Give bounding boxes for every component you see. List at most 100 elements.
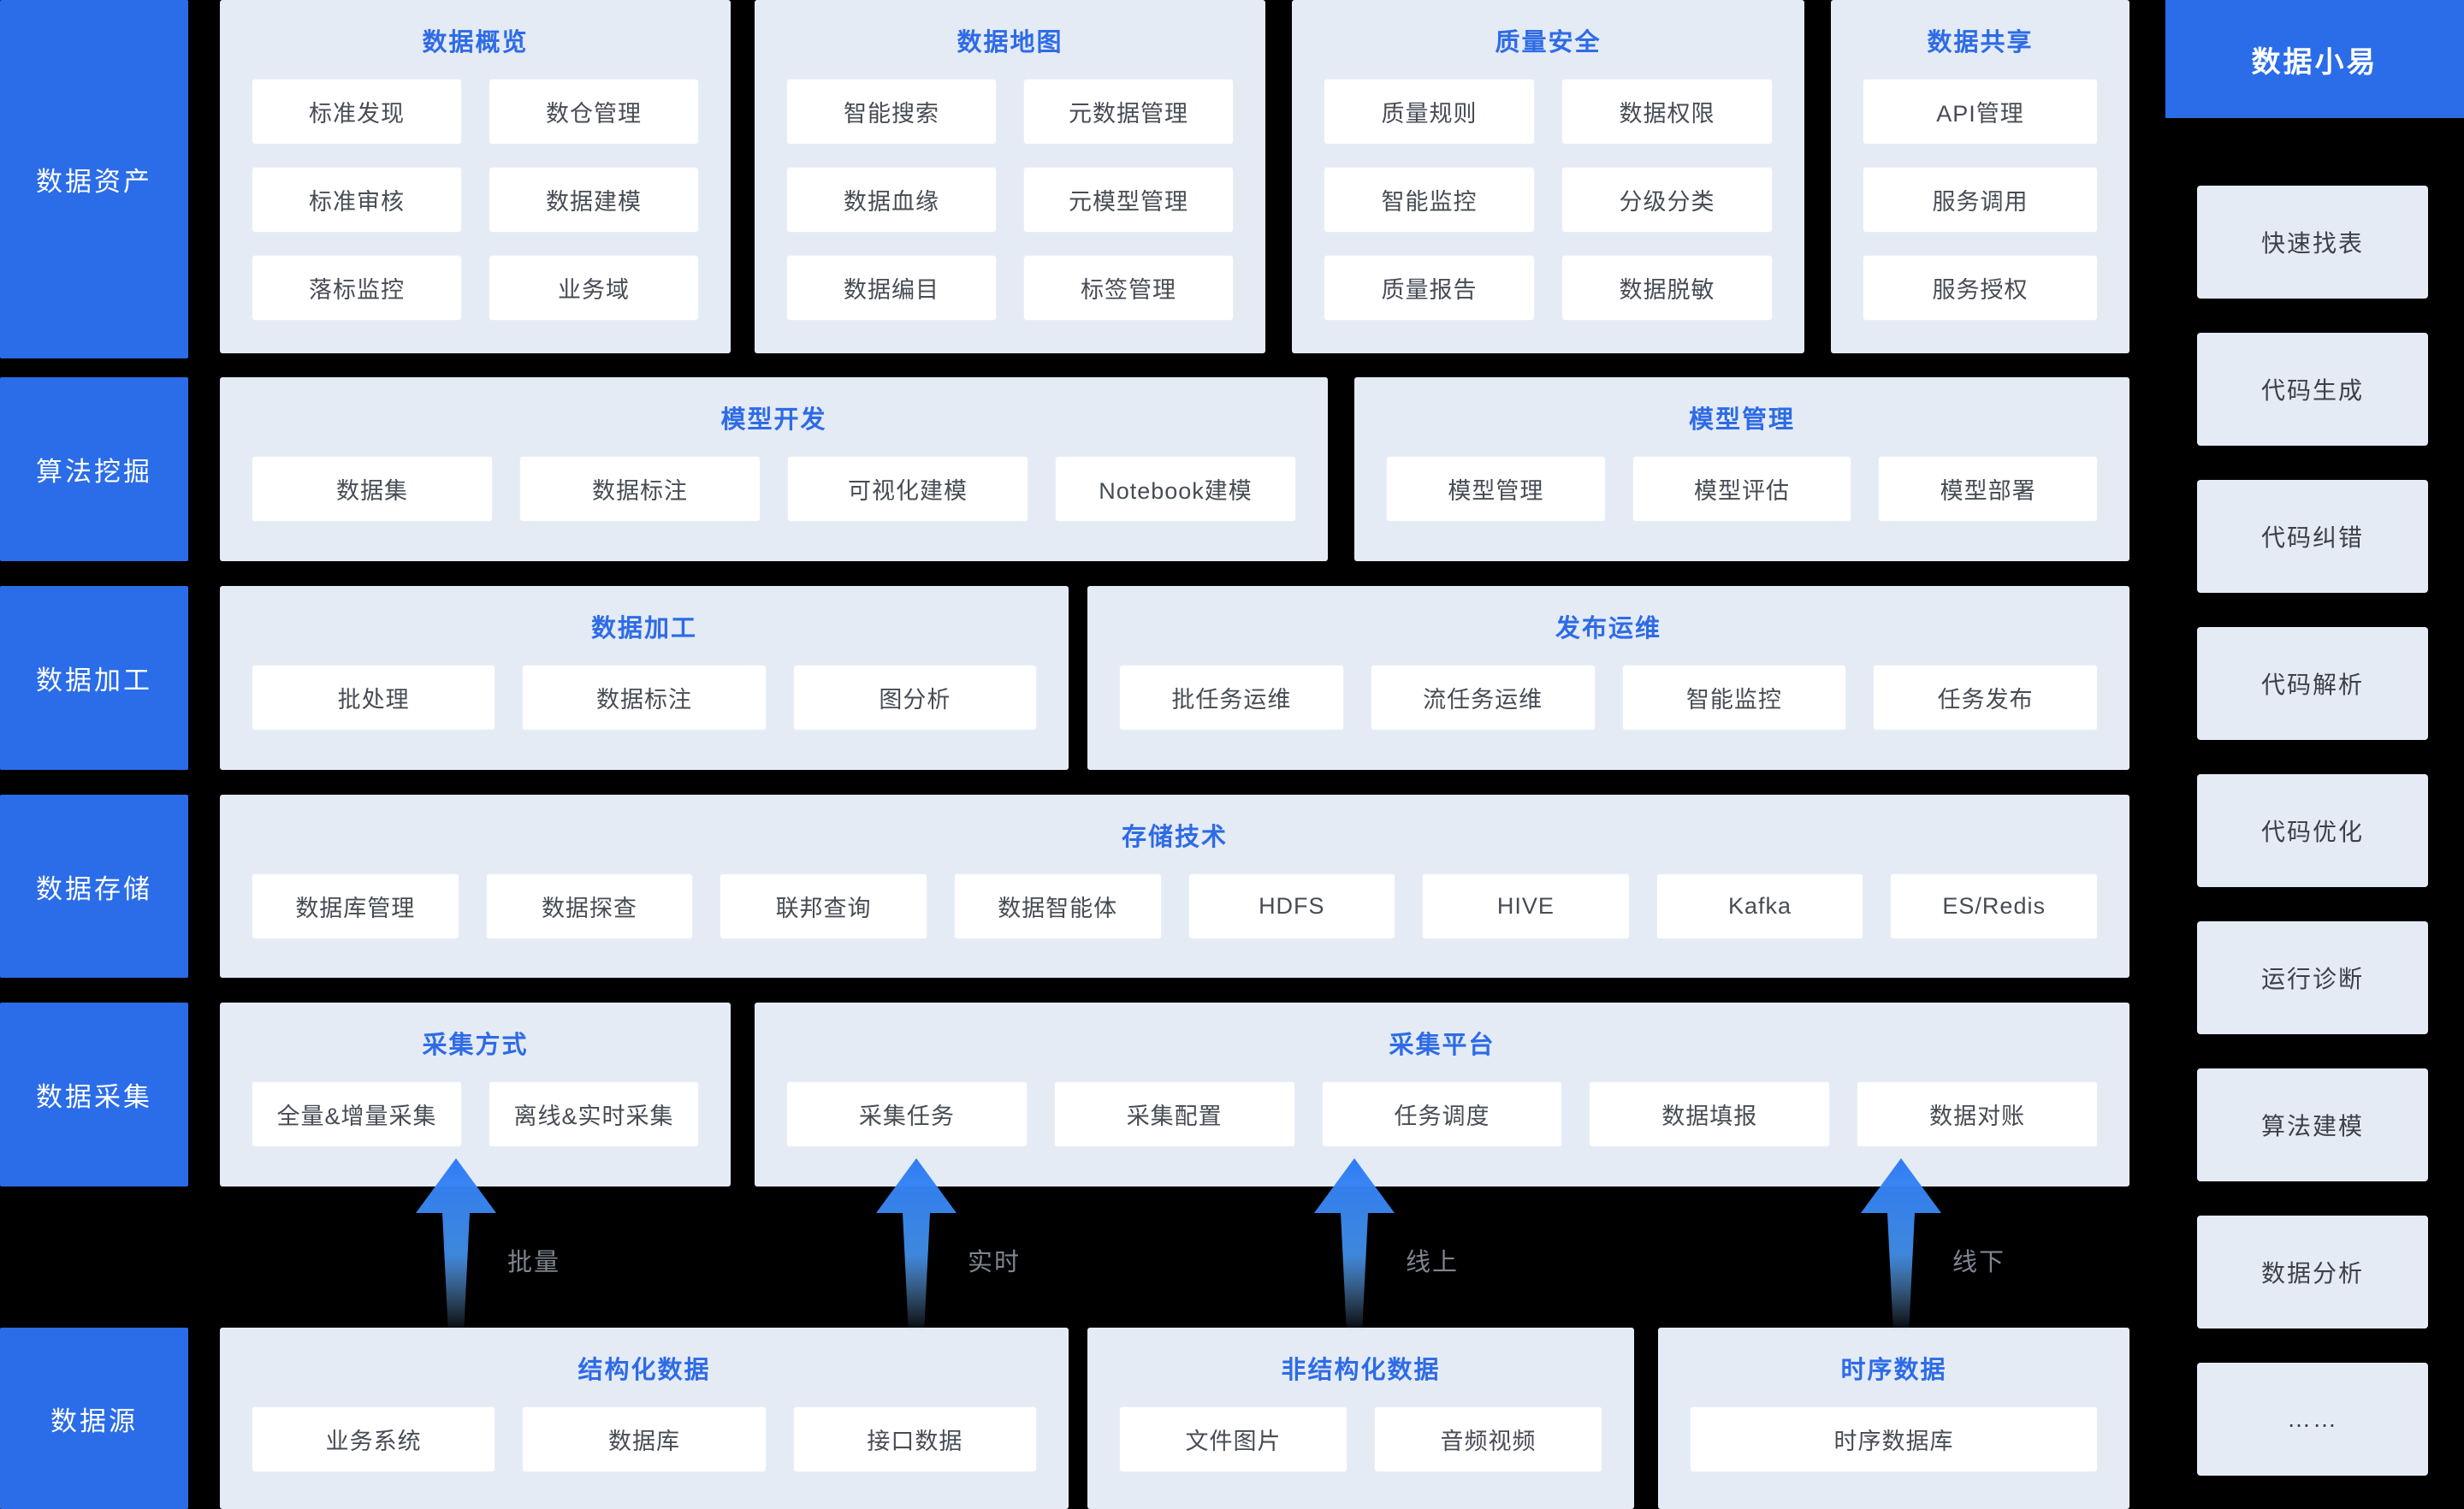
module-cell[interactable]: 质量规则 — [1324, 79, 1535, 145]
module-cell[interactable]: 数据填报 — [1589, 1081, 1831, 1147]
module-cell[interactable]: 服务授权 — [1863, 255, 2098, 321]
module-cell[interactable]: 时序数据库 — [1690, 1406, 2098, 1472]
module-cell[interactable]: 模型评估 — [1632, 456, 1852, 522]
module-cell[interactable]: 智能监控 — [1621, 665, 1847, 731]
right-panel-item[interactable]: 数据分析 — [2197, 1216, 2428, 1329]
panel-storage-tech: 存储技术 数据库管理数据探查联邦查询数据智能体 HDFS HIVE Kafka ES/R… — [220, 795, 2129, 978]
module-cell[interactable]: 数据编目 — [786, 255, 997, 321]
cell-list: API管理服务调用服务授权 — [1831, 60, 2129, 321]
right-panel-item[interactable]: …… — [2197, 1363, 2428, 1476]
right-panel-item[interactable]: 算法建模 — [2197, 1068, 2428, 1181]
module-cell[interactable]: 数据库管理 — [252, 873, 459, 939]
module-cell[interactable]: 任务发布 — [1873, 665, 2098, 731]
module-cell[interactable]: 元模型管理 — [1023, 167, 1234, 233]
module-cell[interactable]: 数据建模 — [489, 167, 699, 233]
cell-list: 数据库管理数据探查联邦查询数据智能体 HDFS HIVE Kafka ES/Redis — [220, 855, 2129, 939]
module-cell[interactable]: 业务域 — [489, 255, 699, 321]
panel-title: 采集平台 — [1389, 1032, 1496, 1059]
right-panel-item[interactable]: 代码解析 — [2197, 627, 2428, 740]
module-cell[interactable]: 标签管理 — [1023, 255, 1234, 321]
right-panel-item[interactable]: 快速找表 — [2197, 186, 2428, 299]
module-cell[interactable]: 智能监控 — [1324, 167, 1535, 233]
module-cell[interactable]: 任务调度 — [1321, 1081, 1563, 1147]
panel-title: 数据共享 — [1927, 29, 2034, 56]
module-cell[interactable]: 采集任务 — [786, 1081, 1028, 1147]
module-cell[interactable]: 模型部署 — [1878, 456, 2098, 522]
module-cell[interactable]: 数据标注 — [519, 456, 761, 522]
module-cell[interactable]: 数仓管理 — [489, 79, 699, 145]
cell-list: 采集任务采集配置任务调度数据填报数据对账 — [755, 1062, 2129, 1147]
panel-data-overview: 数据概览 标准发现数仓管理标准审核数据建模落标监控业务域 — [220, 0, 731, 353]
panel-title: 存储技术 — [1121, 824, 1228, 851]
module-cell[interactable]: 数据探查 — [485, 873, 694, 939]
module-cell[interactable]: 数据对账 — [1857, 1081, 2098, 1147]
module-cell[interactable]: 音频视频 — [1374, 1406, 1602, 1472]
module-cell[interactable]: 数据智能体 — [953, 873, 1162, 939]
panel-model-development: 模型开发 数据集数据标注可视化建模 Notebook建模 — [220, 377, 1328, 561]
sidebar-item-data-source: 数据源 — [0, 1328, 188, 1509]
module-cell[interactable]: 联邦查询 — [720, 873, 927, 939]
up-arrow-icon — [413, 1158, 499, 1334]
cell-list: 全量&增量采集离线&实时采集 — [220, 1062, 731, 1147]
module-cell[interactable]: 数据脱敏 — [1561, 255, 1773, 321]
right-panel-item[interactable]: 代码纠错 — [2197, 480, 2428, 593]
module-cell[interactable]: HIVE — [1422, 873, 1630, 939]
module-cell[interactable]: 可视化建模 — [787, 456, 1028, 522]
module-cell[interactable]: 落标监控 — [252, 255, 462, 321]
panel-publish-ops: 发布运维 批任务运维流任务运维智能监控任务发布 — [1087, 586, 2129, 770]
module-cell[interactable]: Kafka — [1656, 873, 1864, 939]
module-cell[interactable]: 离线&实时采集 — [489, 1081, 699, 1147]
module-cell[interactable]: 流任务运维 — [1370, 665, 1596, 731]
module-cell[interactable]: 业务系统 — [252, 1406, 496, 1472]
arrow-label-offline: 线下 — [1952, 1249, 2006, 1276]
module-cell[interactable]: 质量报告 — [1324, 255, 1535, 321]
panel-data-processing: 数据加工 批处理数据标注图分析 — [220, 586, 1069, 770]
module-cell[interactable]: HDFS — [1188, 873, 1396, 939]
right-panel-list: 快速找表代码生成代码纠错代码解析代码优化运行诊断算法建模数据分析 …… — [2197, 186, 2428, 1476]
up-arrow-icon — [874, 1158, 959, 1334]
module-cell[interactable]: 批处理 — [252, 665, 496, 731]
right-panel-item[interactable]: 代码生成 — [2197, 333, 2428, 446]
module-cell[interactable]: 元数据管理 — [1023, 79, 1234, 145]
module-cell[interactable]: 分级分类 — [1561, 167, 1773, 233]
panel-title: 数据地图 — [957, 29, 1063, 56]
module-cell[interactable]: 数据权限 — [1561, 79, 1773, 145]
module-cell[interactable]: 接口数据 — [792, 1406, 1037, 1472]
panel-title: 模型开发 — [720, 406, 827, 434]
arrow-label-batch: 批量 — [507, 1249, 561, 1276]
panel-title: 采集方式 — [422, 1032, 529, 1059]
module-cell[interactable]: 模型管理 — [1386, 456, 1606, 522]
panel-model-management: 模型管理 模型管理模型评估模型部署 — [1354, 377, 2129, 561]
cell-list: 质量规则数据权限智能监控分级分类质量报告数据脱敏 — [1292, 60, 1804, 321]
up-arrow-icon — [1858, 1158, 1944, 1334]
right-panel-title: 数据小易 — [2165, 0, 2464, 118]
cell-list: 模型管理模型评估模型部署 — [1354, 437, 2129, 522]
sidebar-item-data-storage: 数据存储 — [0, 795, 188, 978]
module-cell[interactable]: 数据血缘 — [786, 167, 997, 233]
panel-structured-data: 结构化数据 业务系统数据库接口数据 — [220, 1328, 1069, 1509]
module-cell[interactable]: ES/Redis — [1890, 873, 2098, 939]
module-cell[interactable]: API管理 — [1863, 79, 2098, 145]
module-cell[interactable]: 数据库 — [522, 1406, 767, 1472]
right-panel-item[interactable]: 代码优化 — [2197, 774, 2428, 887]
module-cell[interactable]: 标准审核 — [252, 167, 462, 233]
module-cell[interactable]: 服务调用 — [1863, 167, 2098, 233]
module-cell[interactable]: 全量&增量采集 — [252, 1081, 462, 1147]
panel-unstructured-data: 非结构化数据 文件图片音频视频 — [1087, 1328, 1634, 1509]
arrow-label-realtime: 实时 — [968, 1249, 1022, 1276]
module-cell[interactable]: 文件图片 — [1119, 1406, 1348, 1472]
panel-title: 发布运维 — [1555, 615, 1661, 642]
right-panel-item[interactable]: 运行诊断 — [2197, 921, 2428, 1034]
module-cell[interactable]: Notebook建模 — [1055, 456, 1296, 522]
module-cell[interactable]: 智能搜索 — [786, 79, 997, 145]
module-cell[interactable]: 采集配置 — [1053, 1081, 1295, 1147]
module-cell[interactable]: 数据标注 — [522, 665, 767, 731]
module-cell[interactable]: 数据集 — [252, 456, 493, 522]
panel-title: 数据加工 — [590, 615, 697, 642]
module-cell[interactable]: 标准发现 — [252, 79, 462, 145]
cell-list: 业务系统数据库接口数据 — [220, 1388, 1069, 1472]
module-cell[interactable]: 图分析 — [792, 665, 1037, 731]
module-cell[interactable]: 批任务运维 — [1119, 665, 1344, 731]
panel-title: 模型管理 — [1688, 406, 1795, 434]
